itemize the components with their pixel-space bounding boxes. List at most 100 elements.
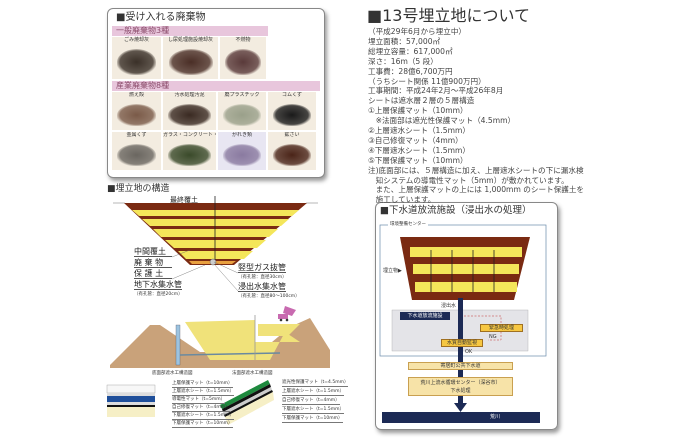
treatment-line2: 下水処理 [450,388,471,394]
waste-photo [222,144,262,166]
landfill-basin [113,196,318,292]
ng-label: NG [489,334,497,340]
waste-label: 廃プラスチック [224,92,260,98]
info-line: ④下層遮水シート（1.5mm） [368,145,471,155]
sewer-facility-box: 下水道放流施設 [400,312,450,320]
info-title: ■13号埋立地について [367,6,530,25]
center-label: 環境整備センター [388,222,428,228]
bottom-layer-label: 下層保護マット（t=10mm） [172,421,233,428]
info-line: （平成29年6月から埋立中） [368,27,467,36]
sewer-title: ■下水道放流施設（浸出水の処理） [380,205,532,216]
public-sewer-box: 寄居町公共下水道 [408,362,513,370]
leachate-pipe-spec: （有孔管：直径80〜100cm） [238,294,300,299]
bottom-layer-label: 上層保護マット（t=10mm） [172,381,233,388]
waste-photo [168,104,211,126]
waste-label: 鉱さい [284,132,300,138]
waste-label: 金属くず [126,132,147,138]
info-line: 工事費：28億6,700万円 [368,66,453,76]
industrial-waste-item: 金属くず [112,132,161,170]
industrial-waste-item: 廃プラスチック [218,92,266,130]
info-line: 深さ：16m（5 段） [368,56,438,66]
structure-label-groundwater-pipe: 地下水集水管 [134,280,182,290]
industrial-waste-item: ガラス・コンクリート・陶磁器くず [163,132,216,170]
info-line: ※法面部は遮光性保護マット（4.5mm） [368,116,516,126]
waste-photo [116,144,157,166]
landfill-label: 埋立物▶ [383,268,402,274]
info-line: シートは遮水層２層の５層構造 [368,96,475,106]
waste-label: ガラス・コンクリート・陶磁器くず [163,132,216,138]
emergency-box: 緊急時処理 [480,324,523,332]
waste-label: 不燃物 [235,37,251,43]
river-bar: 荒川 [382,412,540,423]
info-line: ①上層保護マット（10mm） [368,106,468,116]
bottom-layer-label: 導電性マット（t=5mm） [172,397,226,404]
ok-label: OK [465,349,473,355]
info-line: （うちシート関係 11億900万円） [368,76,486,86]
final-cover-label: 最終覆土 [170,196,198,204]
monitor-box: 水質自動監視 [441,339,483,347]
industrial-waste-band: 産業廃棄物8種 [112,81,320,91]
groundwater-pipe-spec: （有孔管：直径20cm） [134,292,183,297]
info-line: また、上層保護マットの上には 1,000mm のシート保護土を [368,185,585,195]
slope-layer-label: 上層遮水シート（t=1.5mm） [282,389,344,396]
slope-layer-detail [220,380,274,425]
structure-title: ■埋立地の構造 [107,184,170,194]
bottom-layer-label: 上層遮水シート（t=1.5mm） [172,389,234,396]
leachate-label: 浸出水 [441,303,457,309]
waste-label: し尿処理施設焼却灰 [167,37,213,43]
info-line: ③自己修復マット（4mm） [368,135,463,145]
slope-section-label: 法面部遮水工構造図 [232,371,273,376]
waste-panel-title: ■受け入れる廃棄物 [116,12,206,23]
info-line: ②上層遮水シート（1.5mm） [368,126,471,135]
waste-label: ゴムくず [281,92,302,98]
slope-layer-label: 自己修復マット（t=4mm） [282,398,340,405]
general-waste-band: 一般廃棄物3種 [112,26,268,36]
treatment-box: 荒川上流水循環センター（深谷市） 下水処理 [408,377,513,396]
structure-label-protective-soil: 保 護 土 [134,269,172,279]
info-line: 施工しています。 [368,195,436,205]
bottom-layer-label: 自己修復マット（t=4mm） [172,405,230,412]
section-profile [110,306,330,368]
river-label: 荒川 [489,414,500,420]
treatment-line1: 荒川上流水循環センター（深谷市） [420,380,501,386]
industrial-waste-item: 燃え殻 [112,92,161,130]
info-line: ⑤下層保護マット（10mm） [368,155,468,165]
waste-photo [272,144,312,166]
general-waste-item: 不燃物 [220,37,266,79]
general-waste-item: ごみ焼却灰 [112,37,161,79]
sewer-flow-diagram [379,224,547,412]
structure-label-waste: 廃 棄 物 [134,258,172,268]
dump-truck-icon [278,306,296,322]
structure-label-leachate-pipe: 浸出水集水管 [238,282,286,292]
bottom-layer-label: 下層遮水シート（t=1.5mm） [172,413,234,420]
waste-photo [116,49,157,75]
structure-label-intermediate-cover: 中間覆土 [134,247,172,257]
waste-photo [272,104,312,126]
industrial-waste-item: がれき類 [218,132,266,170]
waste-photo [116,104,157,126]
industrial-waste-item: ゴムくず [268,92,316,130]
general-waste-item: し尿処理施設焼却灰 [163,37,218,79]
waste-photo [224,49,262,75]
slope-layer-label: 下層保護マット（t=10mm） [282,416,343,423]
info-line: 知システムの導電性マット（5mm）が敷かれています。 [368,175,569,185]
bottom-layer-detail [106,384,156,417]
structure-label-gas-vent-pipe: 竪型ガス抜管 [238,263,286,273]
waste-photo [222,104,262,126]
bottom-section-label: 底面部遮水工構造図 [152,371,193,376]
waste-label: 燃え殻 [128,92,144,98]
slope-layer-label: 下層遮水シート（t=1.5mm） [282,407,344,414]
waste-label: ごみ焼却灰 [123,37,149,43]
slope-layer-label: 遮光性保護マット（t=4.5mm） [282,380,349,387]
waste-label: がれき類 [231,132,252,138]
industrial-waste-item: 汚水処理汚泥 [163,92,216,130]
industrial-waste-item: 鉱さい [268,132,316,170]
waste-photo [168,49,213,75]
info-line: 総埋立容量：617,000㎡ [368,46,453,56]
info-line: 埋立面積：57,000㎡ [368,36,441,46]
info-line: 注)底面部には、５層構造に加え、上層遮水シートの下に漏水検 [368,165,584,175]
info-line: 工事期間：平成24年2月〜平成26年8月 [368,86,504,96]
gas-vent-pipe-spec: （有孔管：直径30cm） [238,275,287,280]
waste-photo [168,144,211,166]
